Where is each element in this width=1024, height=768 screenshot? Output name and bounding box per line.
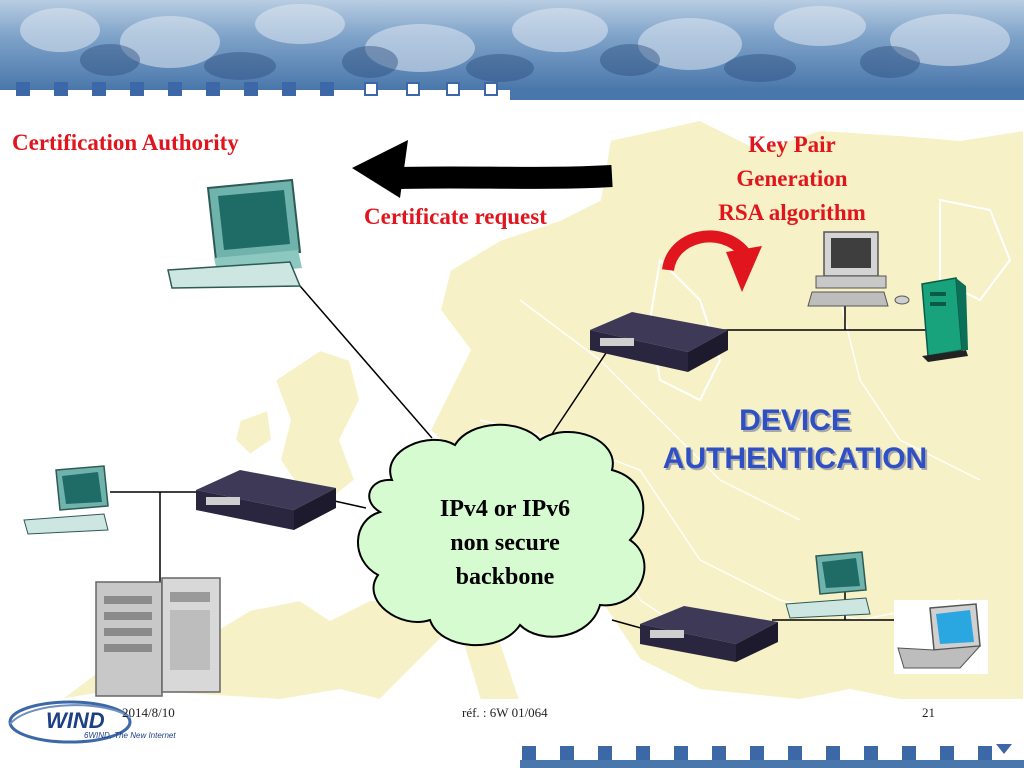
cloud-line-1: IPv4 or IPv6 — [439, 496, 571, 522]
green-tower — [921, 277, 968, 362]
key-pair-line-1: Key Pair — [748, 132, 836, 157]
banner-photo-texture — [20, 4, 1010, 82]
deco-square — [168, 82, 182, 96]
backbone-cloud — [357, 423, 646, 646]
certificate-request-arrow — [352, 140, 613, 198]
deco-square — [484, 82, 498, 96]
device-authentication-heading: DEVICE AUTHENTICATION — [612, 402, 978, 478]
footer-reference: réf. : 6W 01/064 — [462, 705, 548, 720]
deco-square — [364, 82, 378, 96]
server-rack — [95, 577, 221, 697]
keypair-workstation — [807, 231, 910, 307]
cloud-line-2: non secure — [450, 530, 560, 556]
router-west — [196, 470, 336, 530]
device-heading-line-1: DEVICE — [739, 404, 851, 437]
deco-square — [282, 82, 296, 96]
deco-square — [244, 82, 258, 96]
deco-square — [16, 82, 30, 96]
deco-square — [206, 82, 220, 96]
key-pair-line-3: RSA algorithm — [718, 200, 866, 225]
west-computer — [23, 465, 109, 535]
deco-square — [54, 82, 68, 96]
svg-text:6WIND, The New Internet: 6WIND, The New Internet — [84, 731, 176, 740]
company-logo: WIND 6WIND, The New Internet — [8, 700, 176, 744]
deco-square — [130, 82, 144, 96]
ca-computer — [167, 178, 302, 289]
backbone-cloud-label: IPv4 or IPv6 non secure backbone — [400, 492, 610, 594]
deco-square — [406, 82, 420, 96]
bottom-square-row — [520, 744, 1024, 768]
key-generation-arrow — [662, 230, 762, 292]
device-heading-line-2: AUTHENTICATION — [662, 442, 928, 475]
south-east-computer — [785, 551, 871, 619]
deco-square — [92, 82, 106, 96]
laptop — [894, 600, 988, 674]
key-pair-line-2: Generation — [736, 166, 848, 191]
deco-square — [320, 82, 334, 96]
router-south-east — [640, 606, 778, 662]
deco-square — [446, 82, 460, 96]
certificate-request-label: Certificate request — [364, 204, 547, 229]
certification-authority-label: Certification Authority — [12, 130, 239, 155]
header-banner — [0, 0, 1024, 90]
cloud-line-3: backbone — [455, 564, 555, 590]
banner-stripe — [510, 90, 1024, 100]
svg-text:WIND: WIND — [46, 708, 105, 733]
key-pair-generation-label: Key Pair Generation RSA algorithm — [694, 128, 890, 230]
footer-page-number: 21 — [922, 705, 935, 720]
router-north-east — [590, 312, 728, 372]
footer-date: 2014/8/10 — [122, 705, 175, 720]
